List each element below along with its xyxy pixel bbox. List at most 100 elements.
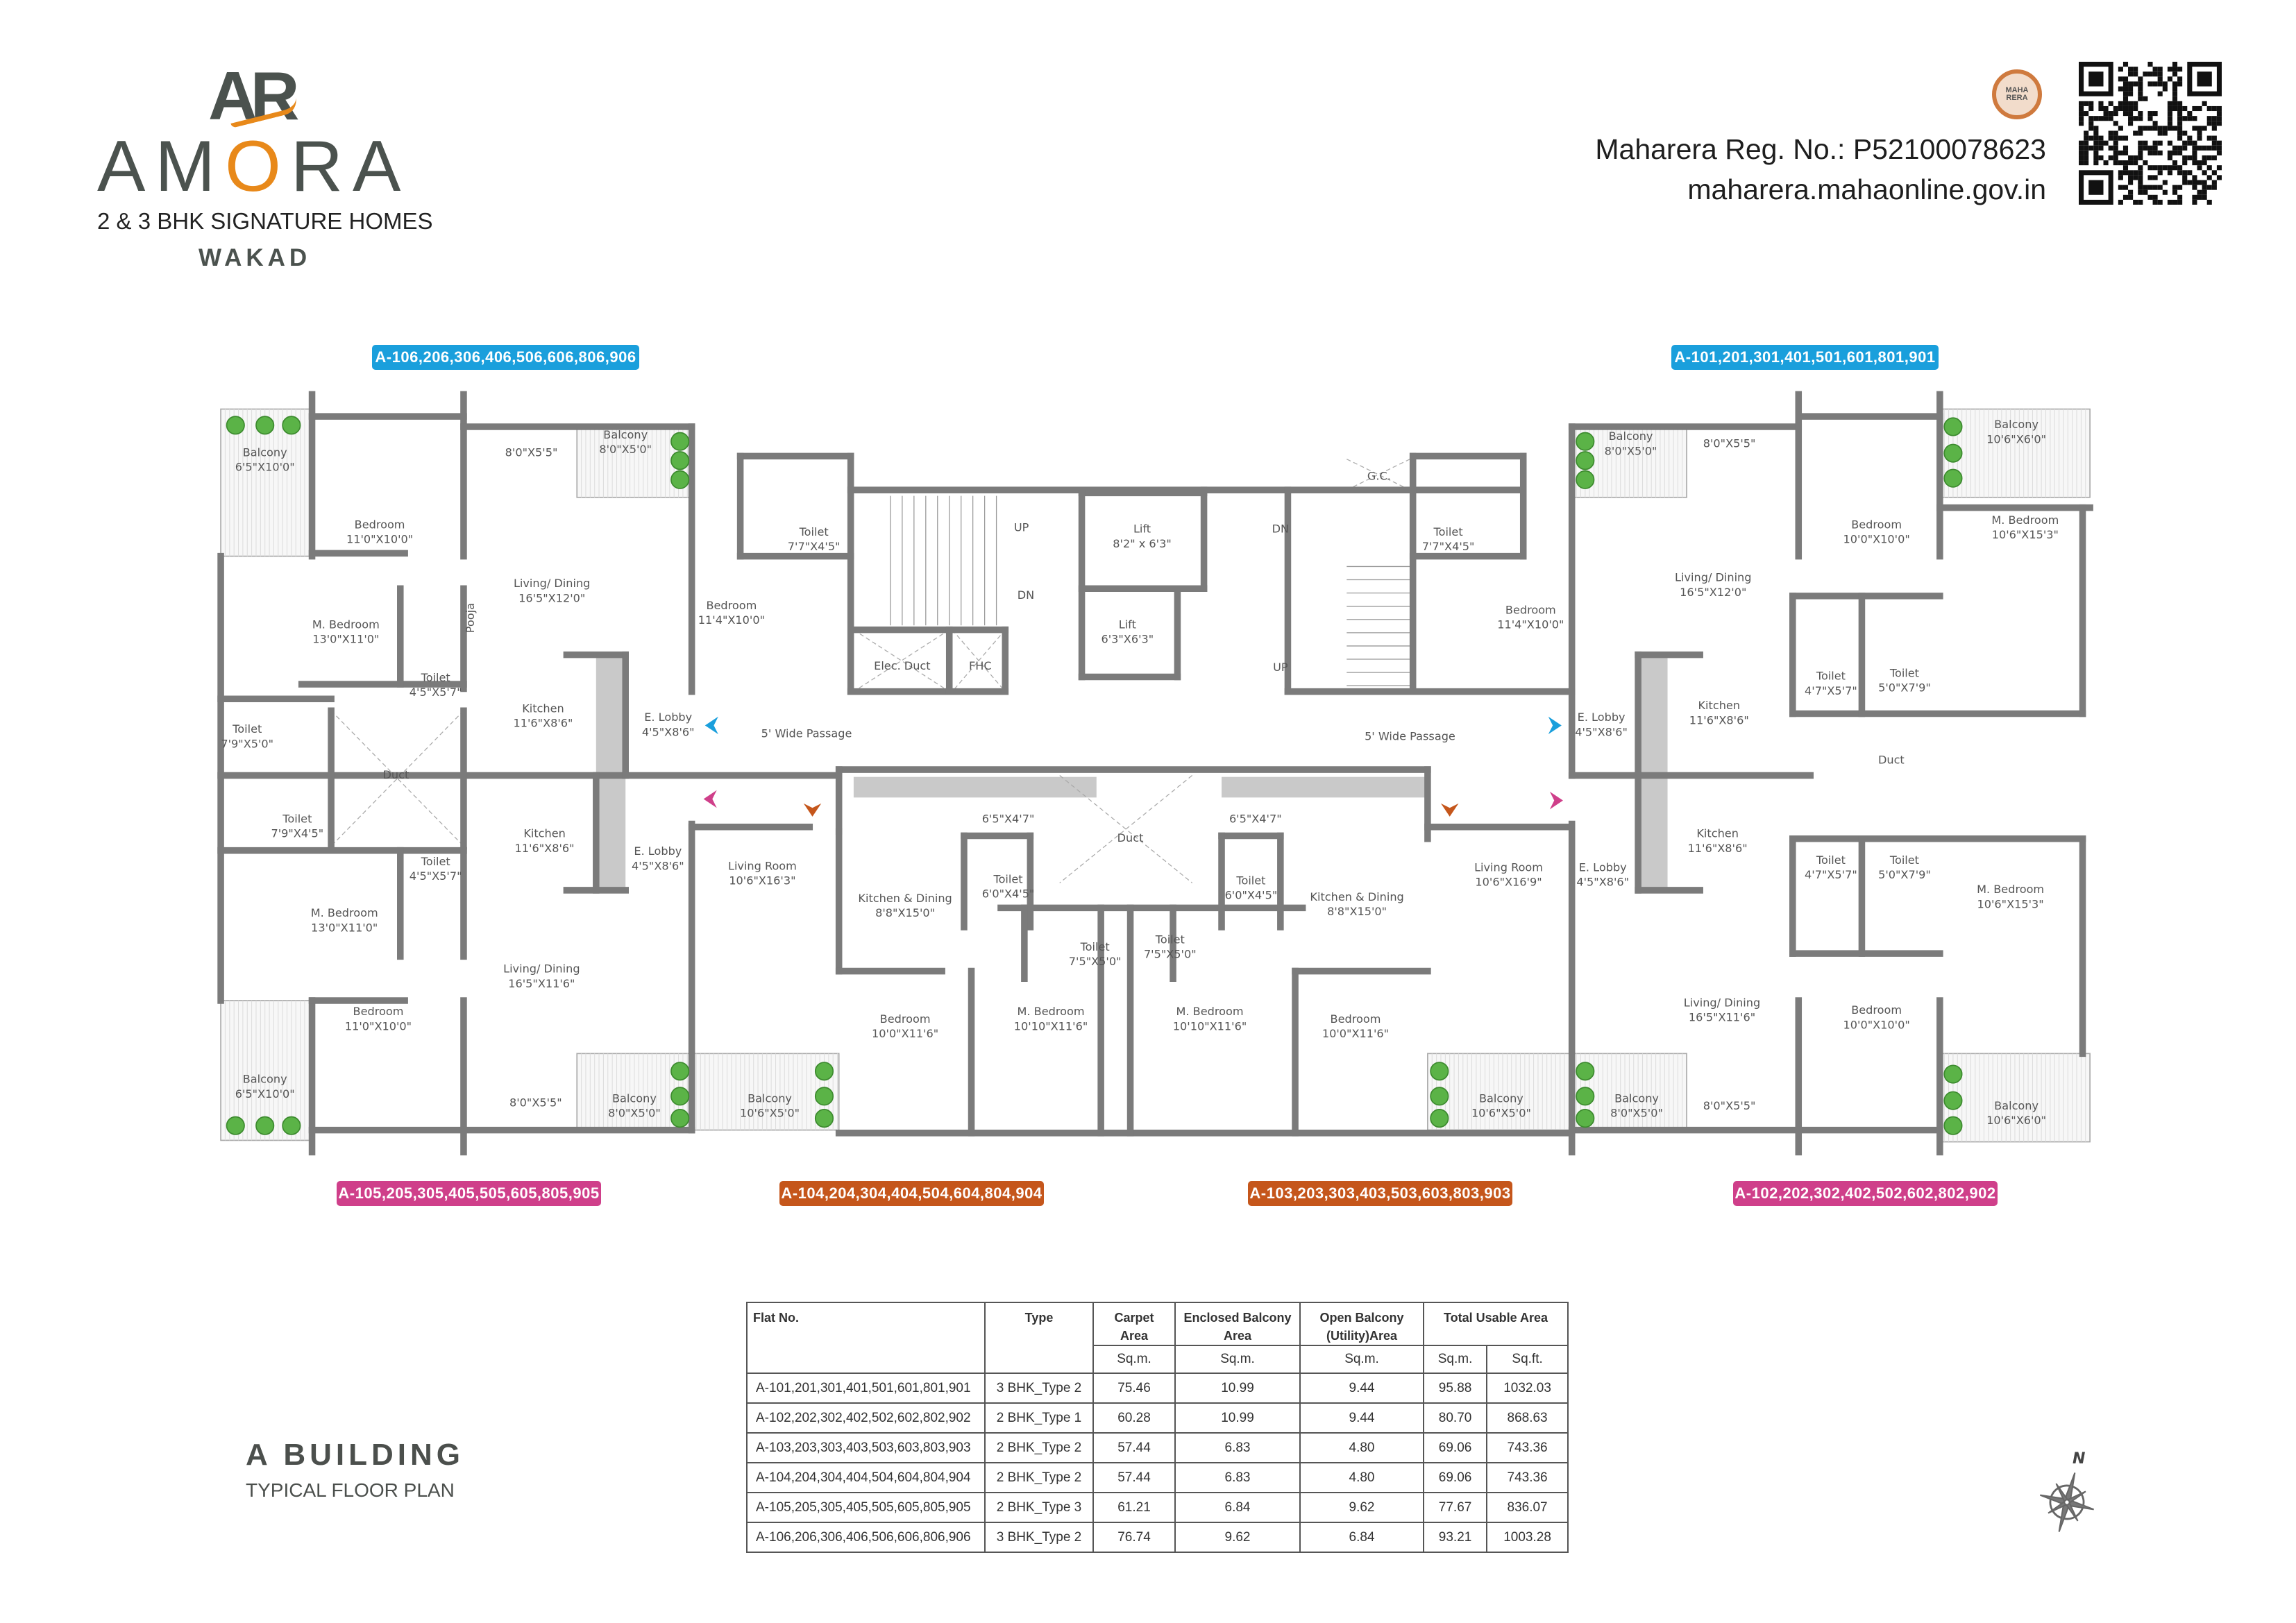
room-name: Bedroom — [1851, 1003, 1902, 1017]
room-dimension: 16'5"X11'6" — [1689, 1011, 1755, 1024]
room-name: Toilet — [1816, 670, 1846, 683]
room-name: Lift — [1119, 618, 1136, 631]
room-label: Duct — [1878, 754, 1905, 767]
cell-carpet: 57.44 — [1092, 1432, 1176, 1463]
room-name: Living/ Dining — [503, 962, 580, 976]
room-name: Balcony — [612, 1091, 657, 1105]
room-label: G.C. — [1367, 469, 1391, 482]
room-dimension: 11'6"X8'6" — [515, 842, 575, 855]
room-name: Elec. Duct — [874, 659, 930, 672]
cell-total-sqm: 93.21 — [1422, 1522, 1488, 1553]
room-dimension: 6'0"X4'5" — [1225, 889, 1278, 902]
plant-icon — [670, 470, 690, 489]
room-name: Living Room — [1474, 860, 1543, 874]
brand-name-part: AM — [97, 126, 225, 207]
building-subtitle: TYPICAL FLOOR PLAN — [246, 1479, 455, 1501]
plant-icon — [814, 1087, 834, 1106]
cell-type: 2 BHK_Type 3 — [984, 1492, 1094, 1523]
room-label: Toilet 6'0"X4'5" — [1225, 874, 1278, 901]
room-dimension: 8'0"X5'5" — [1703, 1099, 1756, 1112]
cell-open: 9.62 — [1299, 1492, 1424, 1523]
kitchen-counter — [596, 775, 626, 890]
room-name: Lift — [1133, 522, 1151, 536]
room-name: DN — [1018, 588, 1034, 602]
room-name: M. Bedroom — [1991, 513, 2059, 527]
room-dimension: 10'6"X5'0" — [1471, 1107, 1531, 1120]
room-name: Pooja — [464, 603, 477, 633]
room-name: Living Room — [728, 859, 797, 872]
room-name: Toilet — [282, 812, 312, 825]
plant-icon — [226, 1116, 245, 1135]
room-dimension: 6'3"X6'3" — [1101, 633, 1154, 646]
room-dimension: 8'0"X5'5" — [505, 445, 558, 459]
cell-open: 9.44 — [1299, 1402, 1424, 1434]
room-label: FHC — [969, 659, 992, 672]
seal-text: MAHA RERA — [2005, 86, 2029, 102]
duct-cross — [853, 629, 950, 692]
room-dimension: 5'0"X7'9" — [1878, 868, 1931, 881]
room-dimension: 7'5"X5'0" — [1144, 947, 1197, 960]
room-dimension: 4'7"X5'7" — [1805, 684, 1857, 697]
room-dimension: 7'9"X4'5" — [271, 827, 323, 840]
room-name: Toilet — [1889, 853, 1919, 867]
room-name: Toilet — [232, 722, 262, 736]
duct-cross — [952, 629, 1006, 692]
kitchen-counter — [853, 776, 1097, 798]
plant-icon — [282, 416, 301, 435]
kitchen-counter — [1638, 654, 1668, 776]
plant-icon — [1576, 470, 1595, 489]
room-dimension: 6'5"X10'0" — [235, 1087, 295, 1101]
cell-enclosed: 6.83 — [1174, 1432, 1301, 1463]
plant-icon — [1943, 1116, 1963, 1135]
room-dimension: 10'0"X11'6" — [1322, 1027, 1389, 1040]
flat-label-105-series: A-105,205,305,405,505,605,805,905 — [337, 1181, 601, 1206]
balcony-area — [1427, 1053, 1573, 1131]
room-name: Balcony — [243, 1073, 287, 1086]
cell-total-sqft: 1032.03 — [1486, 1373, 1569, 1404]
room-label: 8'0"X5'5" — [509, 1096, 562, 1110]
unit-cell: Sq.m. — [1092, 1345, 1176, 1374]
cell-carpet: 75.46 — [1092, 1373, 1176, 1404]
room-label: UP — [1273, 661, 1288, 674]
cell-total-sqft: 743.36 — [1486, 1432, 1569, 1463]
location: WAKAD — [199, 244, 312, 271]
room-name: Kitchen — [1696, 827, 1739, 840]
room-name: Toilet — [1235, 874, 1265, 887]
room-dimension: 4'5"X8'6" — [632, 859, 684, 872]
plant-icon — [1943, 1064, 1963, 1084]
header-enclosed-balcony: Enclosed Balcony Area — [1174, 1302, 1301, 1346]
cell-type: 3 BHK_Type 2 — [984, 1522, 1094, 1553]
cell-total-sqm: 80.70 — [1422, 1402, 1488, 1434]
room-dimension: 4'5"X5'7" — [410, 869, 462, 883]
room-name: Bedroom — [1851, 518, 1902, 531]
room-name: Duct — [383, 768, 410, 781]
room-name: E. Lobby — [1579, 860, 1627, 874]
unit-cell: Sq.m. — [1299, 1345, 1424, 1374]
room-name: UP — [1014, 521, 1029, 534]
entry-arrow-icon — [1440, 803, 1459, 817]
cell-open: 6.84 — [1299, 1522, 1424, 1553]
unit-cell: Sq.ft. — [1486, 1345, 1569, 1374]
duct-cross — [330, 710, 464, 847]
cell-carpet: 76.74 — [1092, 1522, 1176, 1553]
flat-label-102-series: A-102,202,302,402,502,602,802,902 — [1733, 1181, 1998, 1206]
cell-flat: A-106,206,306,406,506,606,806,906 — [746, 1522, 986, 1553]
brand-name: AMORA — [97, 130, 410, 203]
flat-label-101-series: A-101,201,301,401,501,601,801,901 — [1671, 345, 1939, 370]
room-name: Duct — [1117, 831, 1144, 844]
cell-open: 9.44 — [1299, 1373, 1424, 1404]
